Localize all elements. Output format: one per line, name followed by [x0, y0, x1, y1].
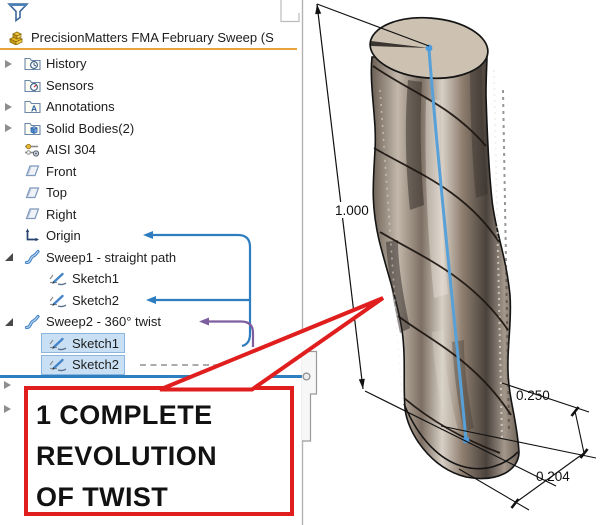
- rollback-bar[interactable]: [0, 374, 302, 378]
- sketch-icon: [49, 335, 67, 351]
- folder-sensors-icon: [23, 77, 41, 93]
- material-icon: [23, 142, 41, 158]
- origin-icon: [23, 228, 41, 244]
- tree-item-sweep2-sketch1[interactable]: Sketch1: [0, 333, 302, 355]
- tree-item-right-plane[interactable]: Right: [0, 204, 302, 226]
- svg-text:A: A: [31, 104, 37, 114]
- part-icon: [8, 29, 26, 45]
- dimension-0204-label[interactable]: 0.204: [536, 469, 570, 484]
- tree-item-front-plane[interactable]: Front: [0, 161, 302, 183]
- folder-history-icon: [23, 56, 41, 72]
- expander-icon[interactable]: [2, 59, 15, 69]
- plane-icon: [23, 206, 41, 222]
- helix-edges: [372, 65, 512, 454]
- tree-item-material[interactable]: AISI 304: [0, 139, 302, 161]
- sketch-icon: [49, 271, 67, 287]
- expander-icon[interactable]: [3, 404, 12, 414]
- tree-item-sweep1-sketch2[interactable]: Sketch2: [0, 290, 302, 312]
- tree-item-sweep1[interactable]: Sweep1 - straight path: [0, 247, 302, 269]
- folder-annotations-icon: A: [23, 99, 41, 115]
- folder-solid-bodies-icon: [23, 120, 41, 136]
- path-endpoint-top[interactable]: [425, 44, 433, 52]
- expander-icon[interactable]: [2, 317, 15, 327]
- dimension-width-group[interactable]: [440, 382, 597, 511]
- dimension-0250-label[interactable]: 0.250: [516, 388, 550, 403]
- tree-item-sweep2-sketch2[interactable]: Sketch2: [0, 354, 302, 376]
- expander-icon[interactable]: [2, 252, 15, 262]
- filter-funnel-icon[interactable]: [7, 2, 29, 23]
- expander-icon[interactable]: [2, 123, 15, 133]
- callout-text-line: OF TWIST: [36, 482, 169, 512]
- title-underline: [0, 47, 297, 50]
- tree-item-history[interactable]: History: [0, 53, 302, 75]
- callout-text-line: 1 COMPLETE: [36, 400, 213, 430]
- expander-icon[interactable]: [3, 380, 12, 390]
- sweep-icon: [23, 249, 41, 265]
- seam-edge: [371, 41, 429, 48]
- feature-manager-tree: PrecisionMatters FMA February Sweep (S H…: [0, 0, 302, 525]
- bottom-face-edge: [403, 403, 519, 470]
- tree-item-top-plane[interactable]: Top: [0, 182, 302, 204]
- tree-item-origin[interactable]: Origin: [0, 225, 302, 247]
- plane-icon: [23, 185, 41, 201]
- expander-icon[interactable]: [2, 102, 15, 112]
- plane-icon: [23, 163, 41, 179]
- sketch-icon: [49, 292, 67, 308]
- sketch-icon: [49, 357, 67, 373]
- tree-item-solid-bodies[interactable]: Solid Bodies(2): [0, 118, 302, 140]
- tree-item-sweep2[interactable]: Sweep2 - 360° twist: [0, 311, 302, 333]
- sweep-path-sketch-line[interactable]: [427, 48, 468, 441]
- tree-item-sweep1-sketch1[interactable]: Sketch1: [0, 268, 302, 290]
- callout-text-line: REVOLUTION: [36, 441, 218, 471]
- tree-item-sensors[interactable]: Sensors: [0, 75, 302, 97]
- dimension-height-label[interactable]: 1.000: [335, 203, 369, 218]
- part-title: PrecisionMatters FMA February Sweep (S: [31, 30, 274, 45]
- sweep-icon: [23, 314, 41, 330]
- twisted-sweep-model[interactable]: [368, 13, 520, 480]
- callout-box: 1 COMPLETE REVOLUTION OF TWIST: [24, 386, 294, 516]
- part-title-row[interactable]: PrecisionMatters FMA February Sweep (S: [3, 29, 299, 48]
